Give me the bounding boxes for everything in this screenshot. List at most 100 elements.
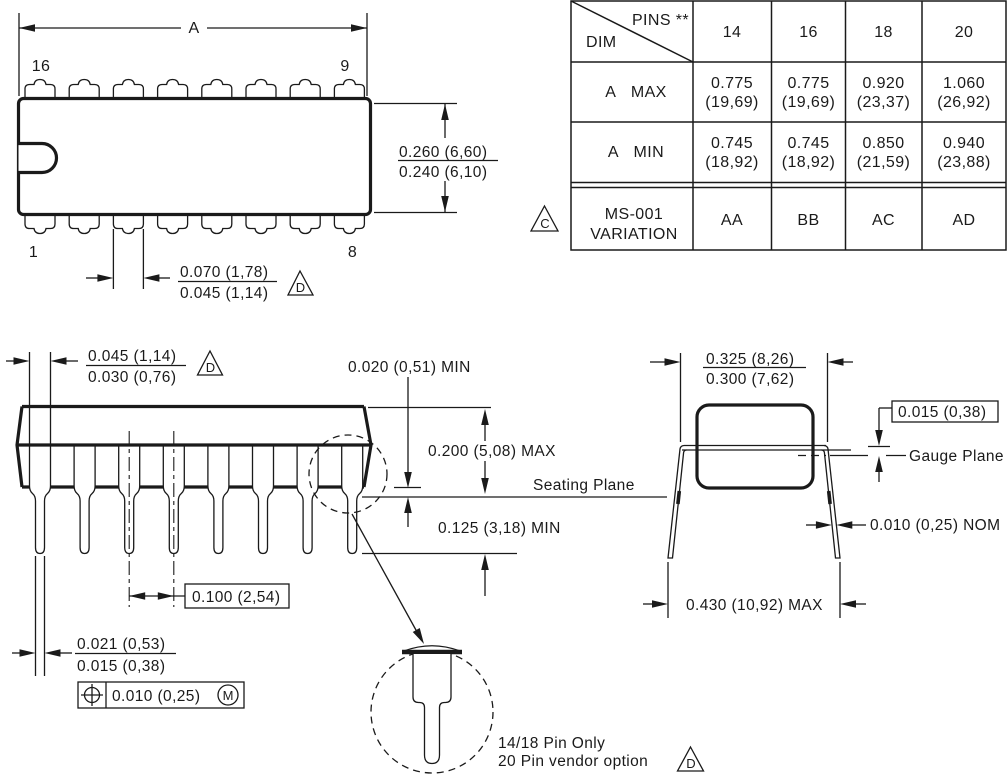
flag-triangle-D: D <box>676 745 705 772</box>
side-view-pins <box>28 444 364 555</box>
svg-text:0.745: 0.745 <box>711 135 753 152</box>
dim-row-span: 0.325 (8,26) 0.300 (7,62) <box>650 351 853 442</box>
body-width-max: 0.260 (6,60) <box>399 144 487 161</box>
end-view-leads <box>667 444 841 559</box>
position-tolerance-icon <box>81 684 103 706</box>
col-16: 16 <box>799 24 818 41</box>
lead-thickness-label: 0.010 (0,25) NOM <box>870 517 1000 534</box>
svg-text:D: D <box>686 756 695 771</box>
svg-text:0.775: 0.775 <box>787 75 829 92</box>
detail-leader-line <box>351 513 418 632</box>
blade-width-min: 0.045 (1,14) <box>180 285 268 302</box>
svg-text:(18,92): (18,92) <box>782 154 836 171</box>
lead-width-max: 0.021 (0,53) <box>77 636 165 653</box>
flag-triangle-D: D <box>196 349 224 376</box>
side-body-left <box>15 406 24 488</box>
svg-text:C: C <box>540 216 549 231</box>
detail-circle <box>370 650 494 774</box>
gauge-plane-label: Gauge Plane <box>909 448 1004 465</box>
svg-text:(23,37): (23,37) <box>857 94 911 111</box>
seating-plane: Seating Plane <box>362 477 667 498</box>
svg-text:0.920: 0.920 <box>862 75 904 92</box>
detail-note-line1: 14/18 Pin Only <box>498 735 605 752</box>
body-width-min: 0.240 (6,10) <box>399 164 487 181</box>
row-a-max: A MAX 0.775 (19,69) 0.775 (19,69) 0.920 … <box>605 75 990 111</box>
pin-number-1: 1 <box>29 244 38 261</box>
blade-width-max: 0.070 (1,78) <box>180 264 268 281</box>
svg-text:A MIN: A MIN <box>608 144 664 161</box>
row-ms001-variation: MS-001 VARIATION AA BB AC AD <box>590 206 975 243</box>
svg-text:(19,69): (19,69) <box>782 94 836 111</box>
dim-body-width: 0.260 (6,60) 0.240 (6,10) <box>374 102 498 214</box>
dim-blade-width-top-view: 0.070 (1,78) 0.045 (1,14) D <box>86 229 315 302</box>
pitch-label: 0.100 (2,54) <box>192 589 280 606</box>
pin1-index-notch <box>18 141 59 175</box>
svg-text:BB: BB <box>797 212 819 229</box>
mmc-modifier-icon: M <box>217 684 239 706</box>
end-body-outline <box>695 403 815 490</box>
row-span-max: 0.325 (8,26) <box>706 351 794 368</box>
pin-number-9: 9 <box>340 58 349 75</box>
dim-body-height: 0.200 (5,08) MAX <box>368 406 556 494</box>
dim-gauge-plane: 0.015 (0,38) Gauge Plane <box>798 400 1004 482</box>
lead-length-label: 0.125 (3,18) MIN <box>438 520 561 537</box>
svg-text:(19,69): (19,69) <box>705 94 759 111</box>
svg-text:AD: AD <box>952 212 975 229</box>
svg-text:M: M <box>223 688 234 703</box>
svg-text:0.940: 0.940 <box>943 135 985 152</box>
dim-standoff: 0.020 (0,51) MIN <box>348 359 471 527</box>
row-span-min: 0.300 (7,62) <box>706 371 794 388</box>
lead-detail: 14/18 Pin Only 20 Pin vendor option D <box>351 513 705 774</box>
standoff-label: 0.020 (0,51) MIN <box>348 359 471 376</box>
blade-width-min: 0.030 (0,76) <box>88 369 176 386</box>
dim-lead-pitch: 0.100 (2,54) <box>129 583 290 609</box>
svg-text:(23,88): (23,88) <box>937 154 991 171</box>
detail-pin-body <box>412 654 452 765</box>
svg-text:1.060: 1.060 <box>943 75 985 92</box>
svg-text:D: D <box>296 280 305 295</box>
svg-text:0.745: 0.745 <box>787 135 829 152</box>
dim-A-label: A <box>188 20 199 37</box>
tolerance-value: 0.010 (0,25) <box>112 688 200 705</box>
lead-width-min: 0.015 (0,38) <box>77 658 165 675</box>
col-14: 14 <box>723 24 742 41</box>
dim-blade-width-side-view: 0.045 (1,14) 0.030 (0,76) D <box>6 348 224 444</box>
blade-width-max: 0.045 (1,14) <box>88 348 176 365</box>
dim-lead-length: 0.125 (3,18) MIN <box>362 520 561 596</box>
col-20: 20 <box>955 24 974 41</box>
detail-note-line2: 20 Pin vendor option <box>498 753 648 770</box>
flag-triangle-C: C <box>529 204 560 232</box>
svg-text:(26,92): (26,92) <box>937 94 991 111</box>
svg-text:MS-001: MS-001 <box>605 206 663 223</box>
svg-text:D: D <box>206 360 215 375</box>
end-view: 0.325 (8,26) 0.300 (7,62) 0.015 (0,38) G… <box>643 351 1004 618</box>
flag-triangle-D: D <box>286 269 315 296</box>
detail-pin-dome <box>403 645 461 652</box>
pin-number-8: 8 <box>348 244 357 261</box>
svg-text:VARIATION: VARIATION <box>590 226 677 243</box>
side-view: 0.045 (1,14) 0.030 (0,76) D 0.020 (0,51)… <box>6 348 667 709</box>
gauge-offset-label: 0.015 (0,38) <box>898 404 986 421</box>
header-dim: DIM <box>586 34 617 51</box>
svg-text:AC: AC <box>872 212 895 229</box>
dim-lead-thickness: 0.010 (0,25) NOM <box>806 517 1000 534</box>
detail-callout-circle <box>308 434 388 514</box>
feature-control-frame: 0.010 (0,25) M <box>77 681 245 709</box>
dim-lead-width: 0.021 (0,53) 0.015 (0,38) <box>12 556 176 676</box>
row-a-min: A MIN 0.745 (18,92) 0.745 (18,92) 0.850 … <box>608 135 991 171</box>
seating-plane-label: Seating Plane <box>533 477 635 494</box>
col-18: 18 <box>874 24 893 41</box>
svg-text:0.775: 0.775 <box>711 75 753 92</box>
svg-text:A MAX: A MAX <box>605 84 666 101</box>
dim-overall-row-width: 0.430 (10,92) MAX <box>643 562 866 618</box>
svg-text:AA: AA <box>721 212 743 229</box>
dimension-table: PINS ** DIM 14 16 18 20 A MAX 0.775 (19,… <box>529 0 1007 251</box>
height-label: 0.200 (5,08) MAX <box>428 443 556 460</box>
top-view: 16 9 1 8 A 0.260 (6,60) 0.240 (6,10) <box>16 13 498 302</box>
pin-number-16: 16 <box>32 58 51 75</box>
header-pins: PINS ** <box>632 12 689 29</box>
side-body-right <box>362 406 373 488</box>
overall-width-label: 0.430 (10,92) MAX <box>686 597 823 614</box>
svg-text:(18,92): (18,92) <box>705 154 759 171</box>
